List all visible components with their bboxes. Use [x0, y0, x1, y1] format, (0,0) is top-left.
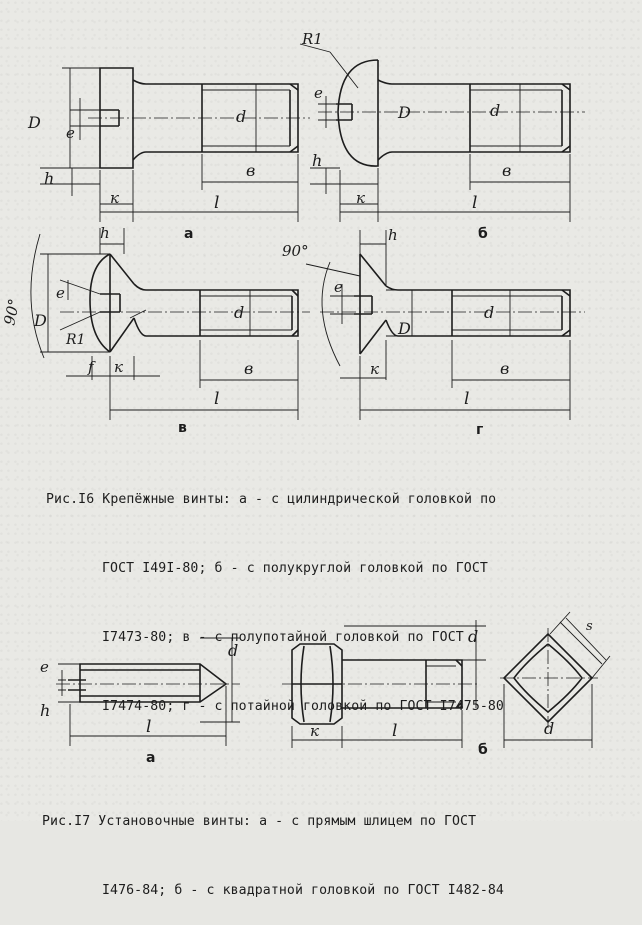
- fig16-caption-line-1: Рис.I6 Крепёжные винты: а - с цилиндриче…: [46, 492, 497, 507]
- fig16a-dim-h: h: [44, 169, 54, 188]
- fig16v-dim-e: e: [56, 284, 65, 302]
- fig16g-dim-l: l: [464, 389, 469, 409]
- fig17b-dim-d-bottom: d: [544, 719, 554, 738]
- fig16a-dim-D: D: [27, 113, 41, 132]
- fig16g-dim-D: D: [397, 319, 411, 338]
- fig16b-dim-h: h: [312, 151, 322, 170]
- fig17b-dim-l: l: [392, 721, 397, 741]
- fig16-view-g: 90° h e D к l в d г: [282, 226, 585, 438]
- fig16b-sublabel: б: [478, 226, 488, 242]
- fig16a-dim-l: l: [214, 193, 219, 213]
- fig16a-dim-d: d: [236, 107, 246, 126]
- fig17a-dim-l: l: [146, 717, 151, 737]
- fig16a-sublabel: а: [184, 226, 193, 242]
- fig16g-dim-angle: 90°: [282, 242, 309, 260]
- scanned-page: D e h к l в d а R1 D e h к l в d б: [0, 0, 642, 898]
- fig16v-dim-f: f: [87, 358, 96, 376]
- fig16b-dim-R1: R1: [301, 30, 323, 48]
- fig16g-dim-d: d: [484, 303, 494, 322]
- fig17-caption-line-1: Рис.I7 Установочные винты: а - с прямым …: [42, 814, 477, 829]
- fig16v-dim-d: d: [234, 303, 244, 322]
- fig16-caption: Рис.I6 Крепёжные винты: а - с цилиндриче…: [46, 442, 504, 741]
- fig16v-dim-R1: R1: [65, 332, 85, 348]
- fig16-caption-line-3: I7473-80; в - с полупотайной головкой по…: [102, 630, 464, 645]
- fig16v-dim-h: h: [100, 224, 110, 242]
- fig17-caption: Рис.I7 Установочные винты: а - с прямым …: [42, 764, 504, 925]
- fig17b-dim-d-top: d: [468, 627, 478, 646]
- fig17-view-b: d к l б: [282, 620, 488, 758]
- fig16a-dim-b: в: [246, 161, 255, 180]
- fig16a-dim-k: к: [110, 189, 119, 207]
- fig16v-dim-angle: 90°: [0, 297, 23, 327]
- fig16v-sublabel: в: [178, 420, 187, 436]
- fig16-caption-line-2: ГОСТ I49I-80; б - с полукруглой головкой…: [102, 561, 488, 576]
- fig16v-dim-b: в: [244, 359, 253, 378]
- fig16g-dim-b: в: [500, 359, 509, 378]
- fig16b-dim-d: d: [490, 101, 500, 120]
- fig17b-dim-k: к: [310, 722, 319, 740]
- fig16b-dim-l: l: [472, 193, 477, 213]
- fig17a-dim-h: h: [40, 701, 50, 720]
- fig16b-dim-b: в: [502, 161, 511, 180]
- fig16-view-a: D e h к l в d а: [27, 67, 310, 242]
- fig16g-dim-k: к: [370, 360, 379, 378]
- fig16g-dim-h: h: [388, 226, 398, 244]
- fig16-view-b: R1 D e h к l в d б: [299, 30, 585, 242]
- fig16g-sublabel: г: [476, 422, 483, 438]
- fig17a-dim-e: e: [40, 658, 49, 676]
- fig17b-sublabel: б: [478, 742, 488, 758]
- fig16v-dim-k: к: [114, 358, 123, 376]
- fig16-view-v: 90° h e D R1 f к l в d в: [0, 224, 310, 436]
- fig16b-dim-D: D: [397, 103, 411, 122]
- fig17a-sublabel: а: [146, 750, 155, 766]
- fig16b-dim-k: к: [356, 189, 365, 207]
- fig17-view-b-end: s d: [500, 611, 611, 748]
- fig16g-dim-e: e: [334, 278, 343, 296]
- technical-drawing: D e h к l в d а R1 D e h к l в d б: [0, 30, 611, 766]
- fig17-caption-line-2: I476-84; б - с квадратной головкой по ГО…: [102, 883, 504, 898]
- fig17b-dim-s: s: [586, 619, 593, 634]
- fig17-view-a: e h l d а: [40, 637, 240, 766]
- fig16b-dim-e: e: [314, 84, 323, 102]
- fig16-caption-line-4: I7474-80; г - с потайной головкой по ГОС…: [102, 699, 504, 714]
- fig16v-dim-D: D: [33, 311, 47, 330]
- fig16v-dim-l: l: [214, 389, 219, 409]
- fig16a-dim-e: e: [66, 124, 75, 142]
- fig17a-dim-d: d: [228, 641, 238, 660]
